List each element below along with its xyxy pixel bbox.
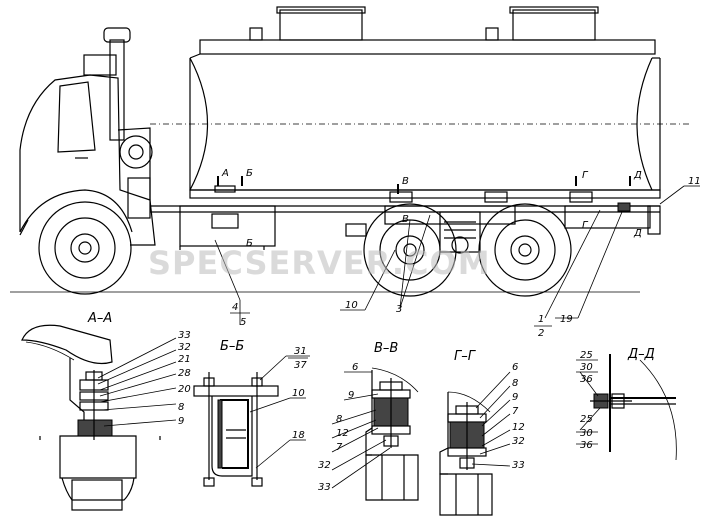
callout-bb-31: 31 [294, 346, 307, 357]
section-dd-title: Д–Д [627, 347, 655, 362]
section-vv: В–В [365, 341, 419, 501]
cut-mark-d-lower: Д [633, 228, 642, 239]
callout-4: 4 [232, 302, 238, 313]
callout-vv-3: 12 [336, 428, 349, 439]
callout-vv-1: 9 [348, 390, 354, 401]
callout-2: 2 [538, 328, 544, 339]
callout-1: 1 [538, 314, 544, 325]
section-vv-callouts: 6 9 8 12 7 32 33 [318, 362, 391, 493]
callout-bb-37: 37 [294, 360, 307, 371]
callout-vv-5: 32 [318, 460, 331, 471]
callout-aa-4: 20 [178, 384, 191, 395]
callout-aa-5: 8 [178, 402, 184, 413]
callout-dd-4: 30 [580, 428, 593, 439]
section-gg-title: Г–Г [454, 349, 477, 364]
callout-11: 11 [688, 176, 701, 187]
callout-bb-18: 18 [292, 430, 305, 441]
callout-dd-0: 25 [580, 350, 593, 361]
section-vv-title: В–В [374, 341, 398, 356]
callout-dd-1: 30 [580, 362, 593, 373]
callout-aa-0: 33 [178, 330, 191, 341]
callout-gg-2: 9 [512, 392, 518, 403]
rear-suspension [439, 211, 481, 254]
callout-aa-2: 21 [178, 354, 191, 365]
section-gg-callouts: 6 8 9 7 12 32 33 [471, 362, 525, 471]
section-bb: Б–Б [193, 339, 279, 487]
section-gg: Г–Г [439, 349, 493, 516]
section-dd-callouts: 25 30 36 25 30 36 [576, 350, 601, 451]
callout-bb-10: 10 [292, 388, 305, 399]
callout-gg-1: 8 [512, 378, 518, 389]
callout-vv-2: 8 [336, 414, 342, 425]
callout-dd-5: 36 [580, 440, 593, 451]
callout-gg-5: 32 [512, 436, 525, 447]
callout-aa-1: 32 [178, 342, 191, 353]
callout-gg-6: 33 [512, 460, 525, 471]
chassis-frame [150, 202, 661, 250]
callout-vv-4: 7 [336, 442, 343, 453]
callout-aa-6: 9 [178, 416, 184, 427]
section-dd: Д–Д [590, 347, 677, 461]
callout-10: 10 [345, 300, 358, 311]
section-bb-callouts: 31 37 10 18 [249, 346, 310, 469]
callout-vv-0: 6 [352, 362, 358, 373]
cut-mark-v-lower: В [402, 214, 409, 225]
section-bb-title: Б–Б [220, 339, 244, 354]
cut-mark-d: Д [633, 170, 642, 181]
rear-wheel-2 [478, 203, 572, 297]
truck-cab [19, 27, 156, 246]
section-aa-title: А–А [87, 311, 112, 326]
callout-dd-3: 25 [580, 414, 593, 425]
truck-side-view: А Б Б В В Г Г Д Д 11 4 5 10 [10, 6, 701, 339]
cut-mark-b-lower: Б [246, 238, 253, 249]
callout-gg-3: 7 [512, 406, 519, 417]
callout-3: 3 [396, 304, 402, 315]
callout-aa-3: 28 [178, 368, 191, 379]
tank-body [150, 6, 690, 203]
cut-mark-g: Г [582, 170, 589, 181]
callout-gg-0: 6 [512, 362, 518, 373]
cut-mark-g-lower: Г [582, 220, 589, 231]
section-aa-callouts: 33 32 21 28 20 8 9 [97, 330, 191, 427]
section-cut-markers: А Б Б В В Г Г Д Д [217, 168, 642, 249]
callout-dd-2: 36 [580, 374, 593, 385]
callout-gg-4: 12 [512, 422, 525, 433]
watermark: SPECSERVER.COM [148, 244, 491, 282]
main-view-callouts: 11 4 5 10 3 1 2 19 [214, 176, 701, 339]
cut-mark-v: В [402, 176, 409, 187]
cut-mark-b: Б [246, 168, 253, 179]
callout-vv-6: 33 [318, 482, 331, 493]
callout-5: 5 [240, 317, 246, 328]
callout-19: 19 [560, 314, 573, 325]
cut-mark-a: А [221, 168, 229, 179]
front-wheel [38, 201, 132, 295]
section-aa: А–А [21, 311, 161, 511]
